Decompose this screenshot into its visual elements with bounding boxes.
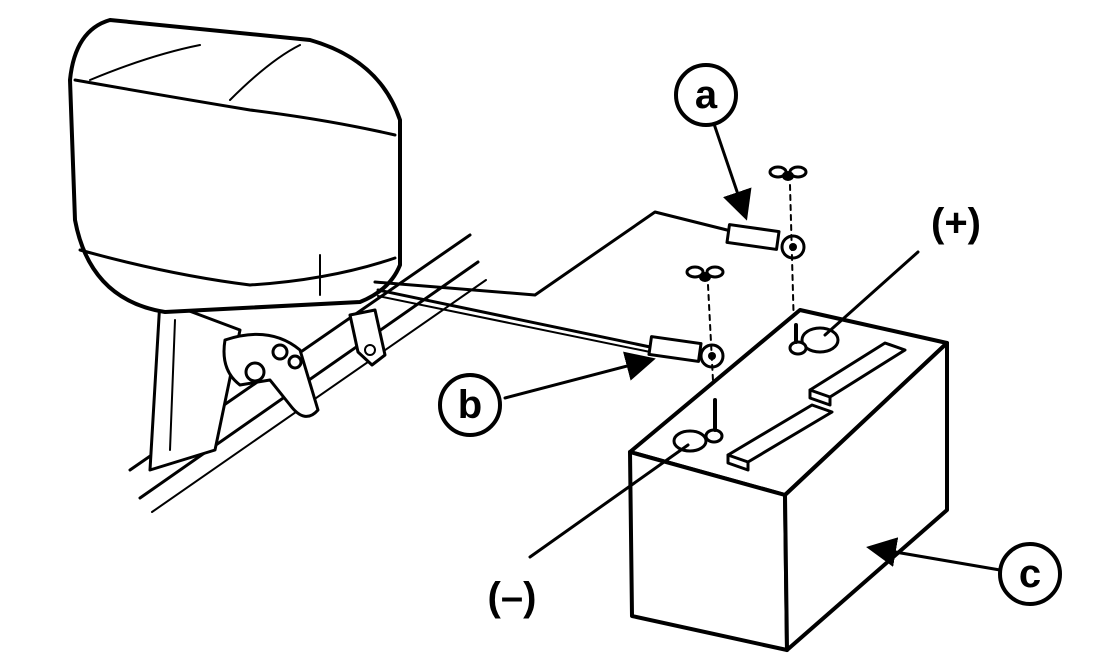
engine-cowling xyxy=(68,18,402,314)
callout-b-label: b xyxy=(458,383,482,427)
positive-terminal-label: (+) xyxy=(931,201,981,245)
battery xyxy=(628,308,949,652)
wing-nut-positive xyxy=(768,165,808,181)
negative-lead-terminal xyxy=(647,335,725,369)
wing-nuts xyxy=(685,165,808,401)
wing-nut-negative xyxy=(685,265,725,282)
callout-a: a xyxy=(674,63,738,127)
negative-terminal-label: (–) xyxy=(488,575,537,619)
motor-lower-unit xyxy=(148,298,242,472)
callout-c: c xyxy=(998,542,1062,606)
callout-a-label: a xyxy=(695,73,718,117)
positive-terminal-post xyxy=(788,323,840,356)
transom-clamp xyxy=(222,308,387,418)
battery-vent-caps xyxy=(726,341,907,472)
callout-c-label: c xyxy=(1019,552,1041,596)
positive-lead-terminal xyxy=(725,223,806,260)
leader-lines xyxy=(503,116,1002,572)
outboard-motor xyxy=(68,18,487,513)
callout-b: b xyxy=(438,373,502,437)
negative-terminal-post xyxy=(672,398,724,453)
